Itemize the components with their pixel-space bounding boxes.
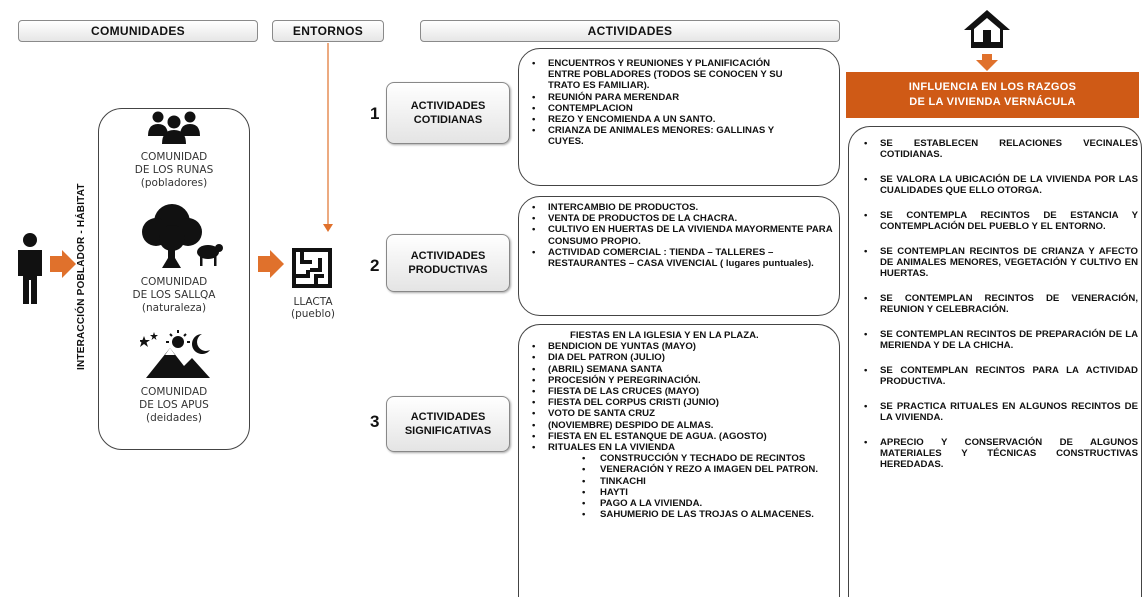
list-item: SE ESTABLECEN RELACIONES VECINALES COTID…: [862, 138, 1138, 160]
llacta-line1: LLACTA: [293, 296, 333, 308]
list-item: CONTEMPLACION: [530, 103, 800, 114]
community-apus-line3: (deidades): [146, 412, 202, 424]
list-item: FIESTA EN EL ESTANQUE DE AGUA. (AGOSTO): [530, 431, 836, 442]
list-item: SE CONTEMPLAN RECINTOS DE VENERACIÓN, RE…: [862, 293, 1138, 315]
activity-number-1: 1: [370, 104, 380, 123]
list-item: (ABRIL) SEMANA SANTA: [530, 364, 836, 375]
interaction-vertical-label: INTERACCIÓN POBLADOR - HÁBITAT: [76, 183, 87, 370]
mountain-moon-icon: [140, 330, 210, 378]
influence-box: [848, 126, 1142, 597]
list-item: REUNIÓN PARA MERENDAR: [530, 92, 800, 103]
house-arrow-icon: [976, 54, 998, 71]
influence-title-line2: DE LA VIVIENDA VERNÁCULA: [909, 96, 1076, 108]
list-subitem: TINKACHI: [530, 476, 836, 487]
list-subitem: PAGO A LA VIVIENDA.: [530, 498, 836, 509]
community-sallqa-label: COMUNIDAD DE LOS SALLQA (naturaleza): [99, 276, 249, 315]
influence-title: INFLUENCIA EN LOS RAZGOS DE LA VIVIENDA …: [846, 72, 1139, 118]
person-arrow-icon: [50, 250, 76, 278]
list-item: SE CONTEMPLAN RECINTOS DE CRIANZA Y AFEC…: [862, 246, 1138, 279]
activity-number-3: 3: [370, 412, 380, 431]
activity-label-cotidianas-line1: ACTIVIDADES: [410, 100, 486, 112]
community-sallqa-line2: DE LOS SALLQA: [132, 289, 216, 301]
list-item: SE CONTEMPLAN RECINTOS DE PREPARACIÓN DE…: [862, 329, 1138, 351]
influence-title-line1: INFLUENCIA EN LOS RAZGOS: [908, 81, 1077, 93]
activity-label-productivas-line1: ACTIVIDADES: [410, 250, 486, 262]
list-item: VOTO DE SANTA CRUZ: [530, 408, 836, 419]
people-icon: [148, 111, 200, 144]
list-item: SE CONTEMPLA RECINTOS DE ESTANCIA Y CONT…: [862, 210, 1138, 232]
list-item: PROCESIÓN Y PEREGRINACIÓN.: [530, 375, 836, 386]
activity-label-significativas-line2: SIGNIFICATIVAS: [404, 425, 492, 437]
community-arrow-icon: [258, 250, 284, 278]
llacta-maze-icon: [292, 248, 332, 288]
activity-label-cotidianas-line2: COTIDIANAS: [413, 114, 483, 126]
community-apus-line2: DE LOS APUS: [139, 399, 209, 411]
list-subitem: SAHUMERIO DE LAS TROJAS O ALMACENES.: [530, 509, 836, 520]
community-sallqa-line1: COMUNIDAD: [140, 276, 208, 288]
llacta-line2: (pueblo): [291, 308, 335, 320]
list-subitem: CONSTRUCCIÓN Y TECHADO DE RECINTOS: [530, 453, 836, 464]
community-apus-line1: COMUNIDAD: [140, 386, 208, 398]
influence-list: SE ESTABLECEN RELACIONES VECINALES COTID…: [862, 138, 1138, 484]
activity-label-productivas: ACTIVIDADES PRODUCTIVAS: [386, 234, 510, 292]
list-item: BENDICION DE YUNTAS (MAYO): [530, 341, 836, 352]
list-item: SE CONTEMPLAN RECINTOS PARA LA ACTIVIDAD…: [862, 365, 1138, 387]
community-apus-label: COMUNIDAD DE LOS APUS (deidades): [99, 386, 249, 425]
list-item: CULTIVO EN HUERTAS DE LA VIVIENDA MAYORM…: [530, 224, 838, 246]
list-subitem: VENERACIÓN Y REZO A IMAGEN DEL PATRON.: [530, 464, 836, 475]
list-item: FIESTA DEL CORPUS CRISTI (JUNIO): [530, 397, 836, 408]
activity-number-2: 2: [370, 256, 380, 275]
house-icon: [964, 10, 1010, 48]
list-item: SE VALORA LA UBICACIÓN DE LA VIVIENDA PO…: [862, 174, 1138, 196]
list-item: APRECIO Y CONSERVACIÓN DE ALGUNOS MATERI…: [862, 437, 1138, 470]
activity-label-cotidianas: ACTIVIDADES COTIDIANAS: [386, 82, 510, 144]
activity-list-productivas: INTERCAMBIO DE PRODUCTOS. VENTA DE PRODU…: [530, 202, 838, 269]
list-item: FIESTA DE LAS CRUCES (MAYO): [530, 386, 836, 397]
list-item: INTERCAMBIO DE PRODUCTOS.: [530, 202, 838, 213]
community-runas-line3: (pobladores): [140, 177, 208, 189]
activity-label-significativas: ACTIVIDADES SIGNIFICATIVAS: [386, 396, 510, 452]
communities-box: [98, 108, 250, 450]
list-item: CRIANZA DE ANIMALES MENORES: GALLINAS Y …: [530, 125, 800, 147]
list-item: RITUALES EN LA VIVIENDA: [530, 442, 836, 453]
list-title: FIESTAS EN LA IGLESIA Y EN LA PLAZA.: [570, 330, 759, 341]
list-item: ACTIVIDAD COMERCIAL : TIENDA – TALLERES …: [530, 247, 838, 269]
person-icon: [18, 233, 42, 304]
header-entornos: ENTORNOS: [272, 20, 384, 42]
activity-label-productivas-line2: PRODUCTIVAS: [408, 264, 488, 276]
activity-list-cotidianas: ENCUENTROS Y REUNIONES Y PLANIFICACIÓN E…: [530, 58, 800, 148]
activity-list-significativas: FIESTAS EN LA IGLESIA Y EN LA PLAZA. BEN…: [530, 330, 836, 521]
community-sallqa-line3: (naturaleza): [141, 302, 207, 314]
activity-label-significativas-line1: ACTIVIDADES: [410, 411, 486, 423]
list-item: (NOVIEMBRE) DESPIDO DE ALMAS.: [530, 420, 836, 431]
list-item: SE PRACTICA RITUALES EN ALGUNOS RECINTOS…: [862, 401, 1138, 423]
tree-sheep-icon: [142, 204, 223, 268]
list-item: VENTA DE PRODUCTOS DE LA CHACRA.: [530, 213, 838, 224]
community-runas-line1: COMUNIDAD: [140, 151, 208, 163]
list-item: DIA DEL PATRON (JULIO): [530, 352, 836, 363]
llacta-label: LLACTA (pueblo): [278, 296, 348, 320]
community-runas-label: COMUNIDAD DE LOS RUNAS (pobladores): [99, 151, 249, 190]
entornos-arrowhead: [323, 224, 333, 232]
list-item: REZO Y ENCOMIENDA A UN SANTO.: [530, 114, 800, 125]
list-item: ENCUENTROS Y REUNIONES Y PLANIFICACIÓN E…: [530, 58, 800, 92]
list-subitem: HAYTI: [530, 487, 836, 498]
header-comunidades: COMUNIDADES: [18, 20, 258, 42]
community-runas-line2: DE LOS RUNAS: [134, 164, 214, 176]
header-actividades: ACTIVIDADES: [420, 20, 840, 42]
